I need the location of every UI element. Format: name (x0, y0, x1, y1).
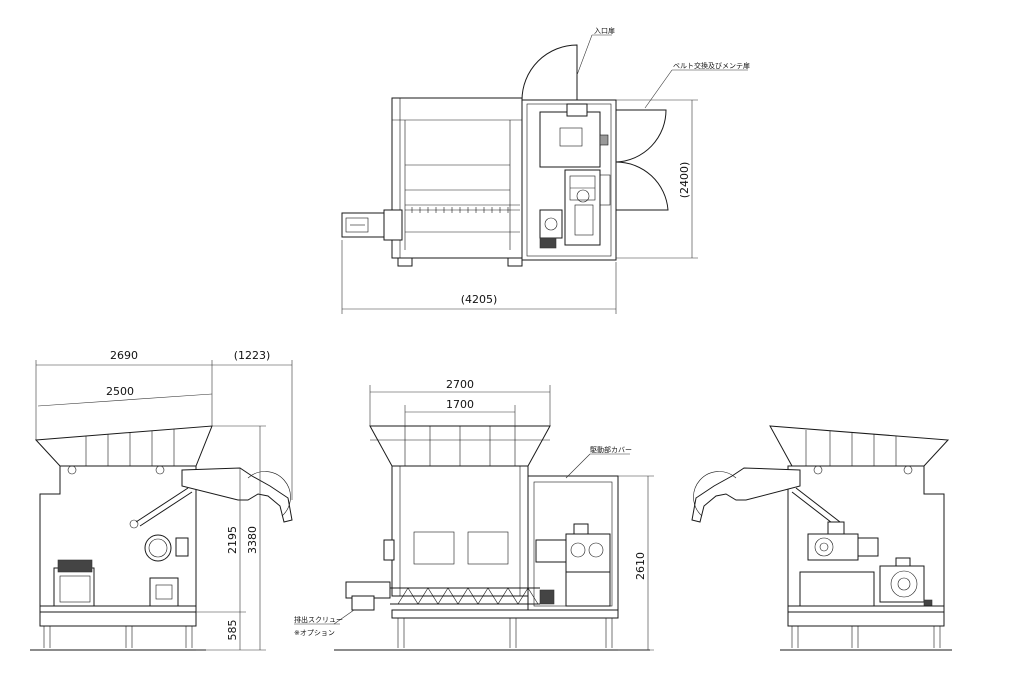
left-side-view: 2690 (1223) 2500 2195 3380 585 (30, 349, 293, 651)
inlet-door (521, 44, 578, 101)
side-upper-height-dimension: 2195 (226, 526, 239, 554)
discharge-screw-note: 排出スクリュー (294, 615, 343, 624)
side-chute-extension-dimension: (1223) (234, 349, 271, 362)
maintenance-doors (615, 109, 669, 211)
top-view: 入口扉 ベルト交換及びメンテ扉 (2400) (4205) (341, 26, 750, 314)
discharge-screw (345, 581, 540, 611)
side-hopper-width-dimension: 2500 (106, 385, 134, 398)
side-leg-height-dimension: 585 (226, 620, 239, 641)
belt-maintenance-door-note: ベルト交換及びメンテ扉 (673, 61, 750, 70)
right-side-view (691, 425, 952, 651)
drive-housing (521, 99, 617, 261)
side-width-dimension: 2690 (110, 349, 138, 362)
top-width-dimension: (4205) (461, 293, 498, 306)
front-width-dimension: 2700 (446, 378, 474, 391)
option-note: ※オプション (294, 629, 335, 637)
side-total-height-dimension: 3380 (246, 526, 259, 554)
front-view: 2700 1700 2610 駆動部カバー 排出スクリュー ※オプション (294, 378, 654, 651)
drive-cover-note: 駆動部カバー (590, 445, 632, 454)
top-depth-dimension: (2400) (678, 162, 691, 199)
left-screw-motor (341, 209, 403, 241)
inlet-door-note: 入口扉 (594, 26, 615, 35)
cutter-teeth (405, 207, 520, 213)
front-inner-width-dimension: 1700 (446, 398, 474, 411)
front-cover-height-dimension: 2610 (634, 552, 647, 580)
gearbox (535, 523, 611, 607)
